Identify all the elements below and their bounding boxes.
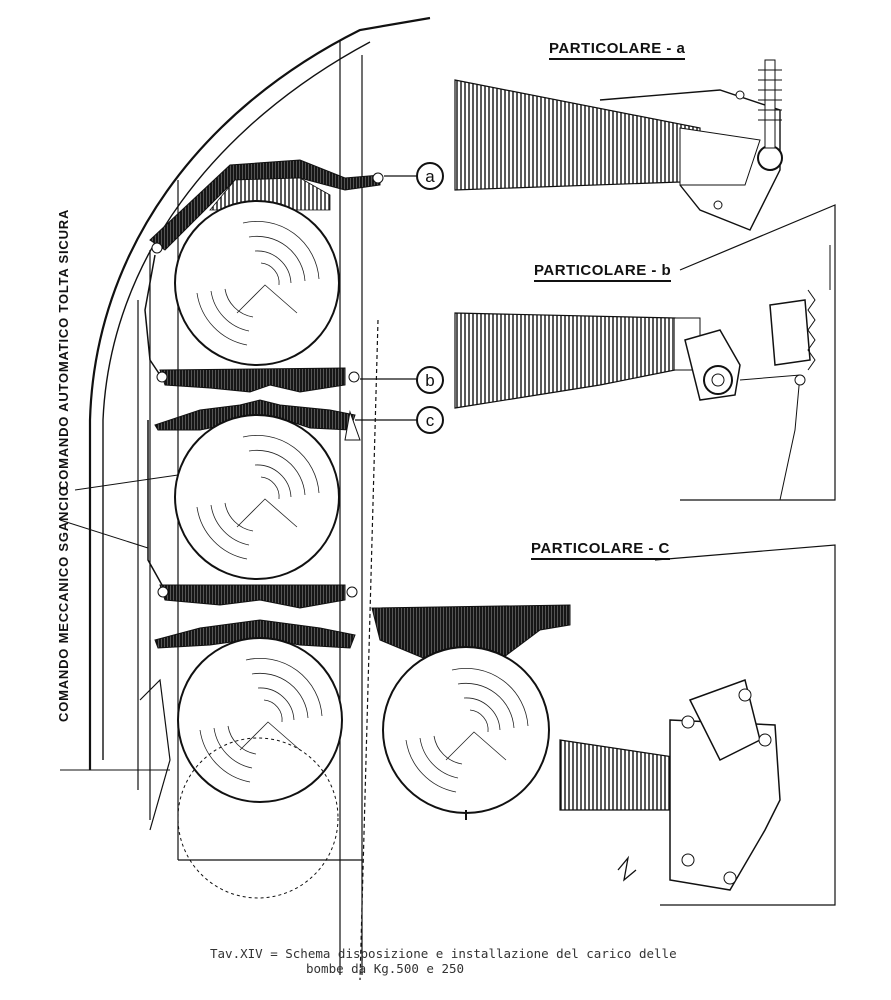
bomb-250-detail xyxy=(371,604,571,820)
callout-b: b xyxy=(416,366,444,394)
automatic-safety-command-label: COMANDO AUTOMATICO TOLTA SICURA xyxy=(56,208,71,490)
rack-lower xyxy=(154,584,358,649)
detail-c-drawing xyxy=(559,544,836,906)
caption-line-2: bombe da Kg.500 e 250 xyxy=(306,961,465,976)
fuselage-outline xyxy=(88,16,431,770)
detail-b-drawing xyxy=(454,204,836,501)
figure-caption: Tav.XIV = Schema disposizione e installa… xyxy=(210,946,677,976)
detail-b-title: PARTICOLARE - b xyxy=(534,262,672,282)
mechanical-release-command-label: COMANDO MECCANICO SGANCIO xyxy=(56,485,71,722)
callout-c: c xyxy=(416,406,444,434)
bomb-500-middle xyxy=(147,414,340,586)
detail-a-drawing xyxy=(454,59,783,231)
callout-a: a xyxy=(416,162,444,190)
bomb-500-upper xyxy=(174,200,340,366)
caption-line-1: Tav.XIV = Schema disposizione e installa… xyxy=(210,946,677,961)
detail-a-title: PARTICOLARE - a xyxy=(549,40,686,60)
bomb-500-lower xyxy=(177,637,343,899)
callout-leaders xyxy=(355,175,417,421)
detail-c-title: PARTICOLARE - C xyxy=(531,540,670,560)
